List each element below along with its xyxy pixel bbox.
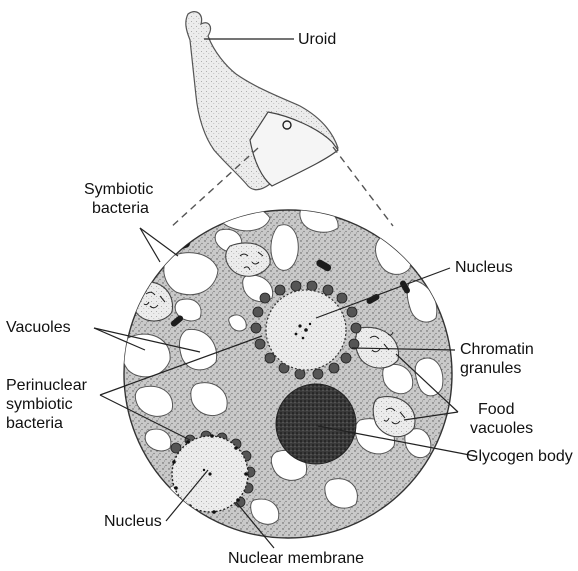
label-nuclear-membrane: Nuclear membrane (228, 549, 364, 568)
label-vacuoles: Vacuoles (6, 318, 71, 337)
label-glycogen-body: Glycogen body (466, 447, 573, 466)
label-nucleus-bottom: Nucleus (104, 512, 162, 531)
label-perinuclear-line2: symbiotic (6, 395, 73, 414)
magnified-section (250, 112, 338, 186)
glycogen-body (276, 384, 356, 464)
label-perinuclear-line1: Perinuclear (6, 376, 87, 395)
projection-line-right (333, 147, 393, 226)
label-chromatin-line2: granules (460, 359, 521, 378)
label-food-vacuoles-line1: Food (478, 400, 514, 419)
label-symbiotic-bacteria-line1: Symbiotic (84, 180, 153, 199)
label-chromatin-line1: Chromatin (460, 340, 534, 359)
label-uroid: Uroid (298, 30, 336, 49)
label-perinuclear-line3: bacteria (6, 414, 63, 433)
label-symbiotic-bacteria-line2: bacteria (92, 199, 149, 218)
label-food-vacuoles-line2: vacuoles (470, 419, 533, 438)
label-nucleus-top: Nucleus (455, 258, 513, 277)
